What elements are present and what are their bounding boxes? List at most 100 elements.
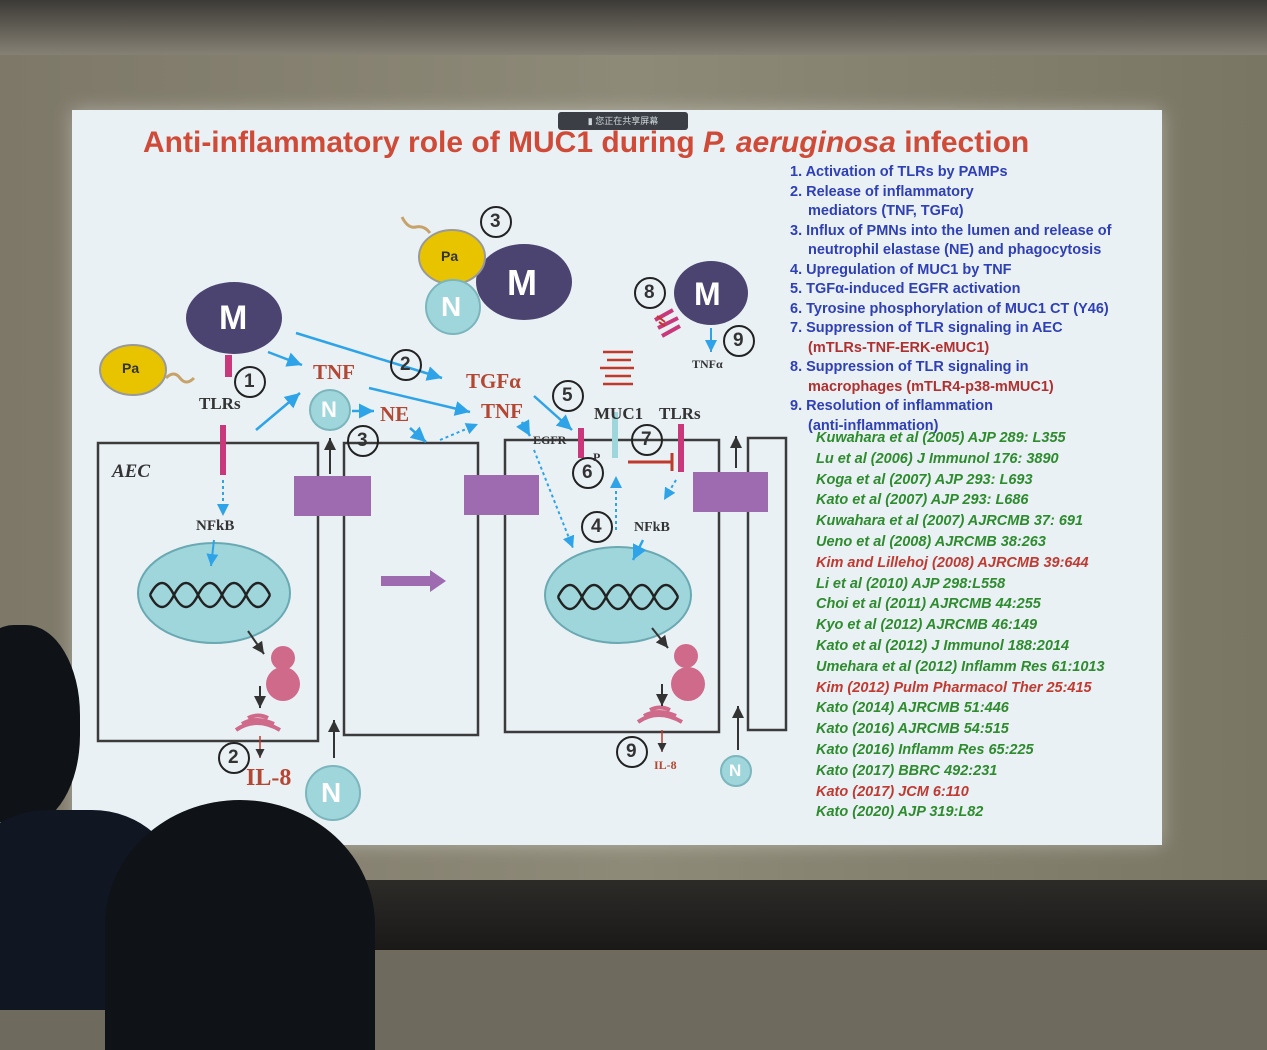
reference-item: Kyo et al (2012) AJRCMB 46:149: [816, 617, 1038, 634]
reference-item: Koga et al (2007) AJP 293: L693: [816, 471, 1033, 488]
reference-item: Li et al (2010) AJP 298:L558: [816, 575, 1006, 592]
ribosome-icon: [674, 644, 698, 668]
references-list: Kuwahara et al (2005) AJP 289: L355 Lu et…: [816, 428, 1166, 823]
neutrophil-label: N: [321, 777, 342, 808]
muc1-stalk: [612, 412, 618, 458]
nfkb-label: NFkB: [634, 520, 670, 535]
reference-item: Kato (2016) AJRCMB 54:515: [816, 721, 1009, 738]
pa-label: Pa: [441, 248, 459, 264]
reference-item: Umehara et al (2012) Inflamm Res 61:1013: [816, 658, 1105, 675]
expression-arrow: [651, 627, 669, 649]
reference-item: Kuwahara et al (2005) AJP 289: L355: [816, 430, 1066, 446]
flagellum-icon: [400, 216, 432, 234]
junction-channel: [693, 472, 768, 512]
pa-bacterium: [99, 344, 167, 396]
aec-cell-1: [96, 441, 320, 743]
signal-arrow: [533, 395, 573, 431]
title-text-1: Anti-inflammatory role of MUC1 during: [143, 126, 704, 159]
ribosome-icon: [671, 667, 705, 701]
er-icon: [234, 713, 282, 732]
step-number: 1: [244, 371, 255, 392]
reference-item: Kato (2017) JCM 6:110: [816, 783, 969, 800]
reference-item: Kato (2017) BBRC 492:231: [816, 762, 998, 779]
reference-item: Kato et al (2007) AJP 293: L686: [816, 492, 1029, 509]
muc1-macrophage-icon: [656, 315, 666, 327]
ne-label: NE: [380, 402, 410, 426]
step-item: mediators (TNF, TGFα): [808, 203, 964, 219]
reference-item: Kato (2014) AJRCMB 51:446: [816, 700, 1009, 717]
nucleus: [544, 546, 692, 644]
tlrs-label: TLRs: [659, 404, 701, 423]
neutrophil: [720, 755, 752, 787]
step-item: 1. Activation of TLRs by PAMPs: [790, 164, 1008, 180]
step-number: 4: [591, 516, 602, 537]
step-number: 2: [228, 747, 239, 768]
step-item: 8. Suppression of TLR signaling in: [790, 359, 1029, 375]
step-item: (anti-inflammation): [808, 417, 939, 434]
dna-icon: [148, 581, 272, 609]
slide-title: Anti-inflammatory role of MUC1 during P.…: [143, 126, 1153, 160]
tgfa-label: TGFα: [466, 369, 521, 393]
reference-item: Ueno et al (2008) AJRCMB 38:263: [816, 533, 1046, 550]
step-badges: [218, 206, 755, 774]
dna-icon: [556, 583, 680, 611]
step-number: 3: [357, 430, 368, 451]
reference-item: Kato (2016) Inflamm Res 65:225: [816, 741, 1034, 758]
step-number: 5: [562, 385, 573, 406]
step-item: (mTLRs-TNF-ERK-eMUC1): [808, 339, 990, 356]
step-number: 9: [626, 741, 637, 762]
il8-label: IL-8: [246, 765, 292, 791]
steps-list: 1. Activation of TLRs by PAMPs 2. Release…: [790, 163, 1160, 436]
screen-share-indicator[interactable]: ▮ 您正在共享屏幕: [558, 112, 688, 130]
neutrophil: [305, 765, 361, 821]
il8-label: IL-8: [654, 758, 677, 772]
signal-icon: ▮: [587, 116, 593, 126]
step-item: 7. Suppression of TLR signaling in AEC: [790, 320, 1063, 336]
nfkb-label: NFkB: [196, 518, 235, 534]
neutrophil: [309, 389, 351, 431]
signal-arrow: [267, 350, 303, 367]
big-purple-arrow: [381, 570, 446, 592]
step-item: 6. Tyrosine phosphorylation of MUC1 CT (…: [790, 300, 1109, 317]
macrophage-label: M: [219, 299, 248, 337]
inhibition-icon: [628, 453, 674, 471]
reference-item: Lu et al (2006) J Immunol 176: 3890: [816, 450, 1059, 467]
tlr-receptor: [678, 424, 684, 472]
step-item: 2. Release of inflammatory: [790, 183, 974, 200]
reference-item: Choi et al (2011) AJRCMB 44:255: [816, 596, 1041, 613]
phospho-label: P: [593, 450, 601, 464]
dotted-arrow: [439, 423, 479, 441]
tnf-label: TNF: [313, 360, 355, 384]
mucin-glycans-icon: [600, 350, 634, 386]
junction-channel: [294, 476, 371, 516]
flagellum-icon: [164, 372, 196, 384]
macrophage-tlr-icon: [654, 308, 681, 338]
tnfa-label: TNFα: [692, 357, 723, 371]
tnf-label: TNF: [481, 399, 523, 423]
neutrophil-label: N: [729, 761, 742, 780]
audience-head: [0, 625, 80, 825]
signal-arrow: [368, 386, 471, 416]
ribosome-icon: [271, 646, 295, 670]
signal-arrow: [631, 539, 647, 561]
macrophage: [186, 282, 282, 354]
neutrophil-label: N: [441, 291, 462, 322]
pathway-diagram: [96, 206, 788, 821]
aec-label: AEC: [112, 461, 151, 482]
share-indicator-text: 您正在共享屏幕: [595, 116, 659, 126]
title-species: P. aeruginosa: [703, 126, 896, 159]
egfr-label: EGFR: [533, 433, 567, 447]
step-item: 5. TGFα-induced EGFR activation: [790, 281, 1021, 297]
macrophage: [674, 261, 748, 325]
reference-item: Kuwahara et al (2007) AJRCMB 37: 691: [816, 513, 1084, 530]
reference-item: Kato et al (2012) J Immunol 188:2014: [816, 637, 1070, 654]
dotted-arrow: [533, 449, 575, 549]
step-item: macrophages (mTLR4-p38-mMUC1): [808, 378, 1054, 395]
tlr-receptor: [220, 425, 226, 475]
muc1-label: MUC1: [594, 404, 644, 423]
step-number: 2: [400, 354, 411, 375]
pa-label: Pa: [122, 360, 140, 376]
step-number: 6: [582, 462, 593, 483]
macrophage-label: M: [694, 276, 721, 312]
reference-item: Kato (2020) AJP 319:L82: [816, 804, 984, 821]
